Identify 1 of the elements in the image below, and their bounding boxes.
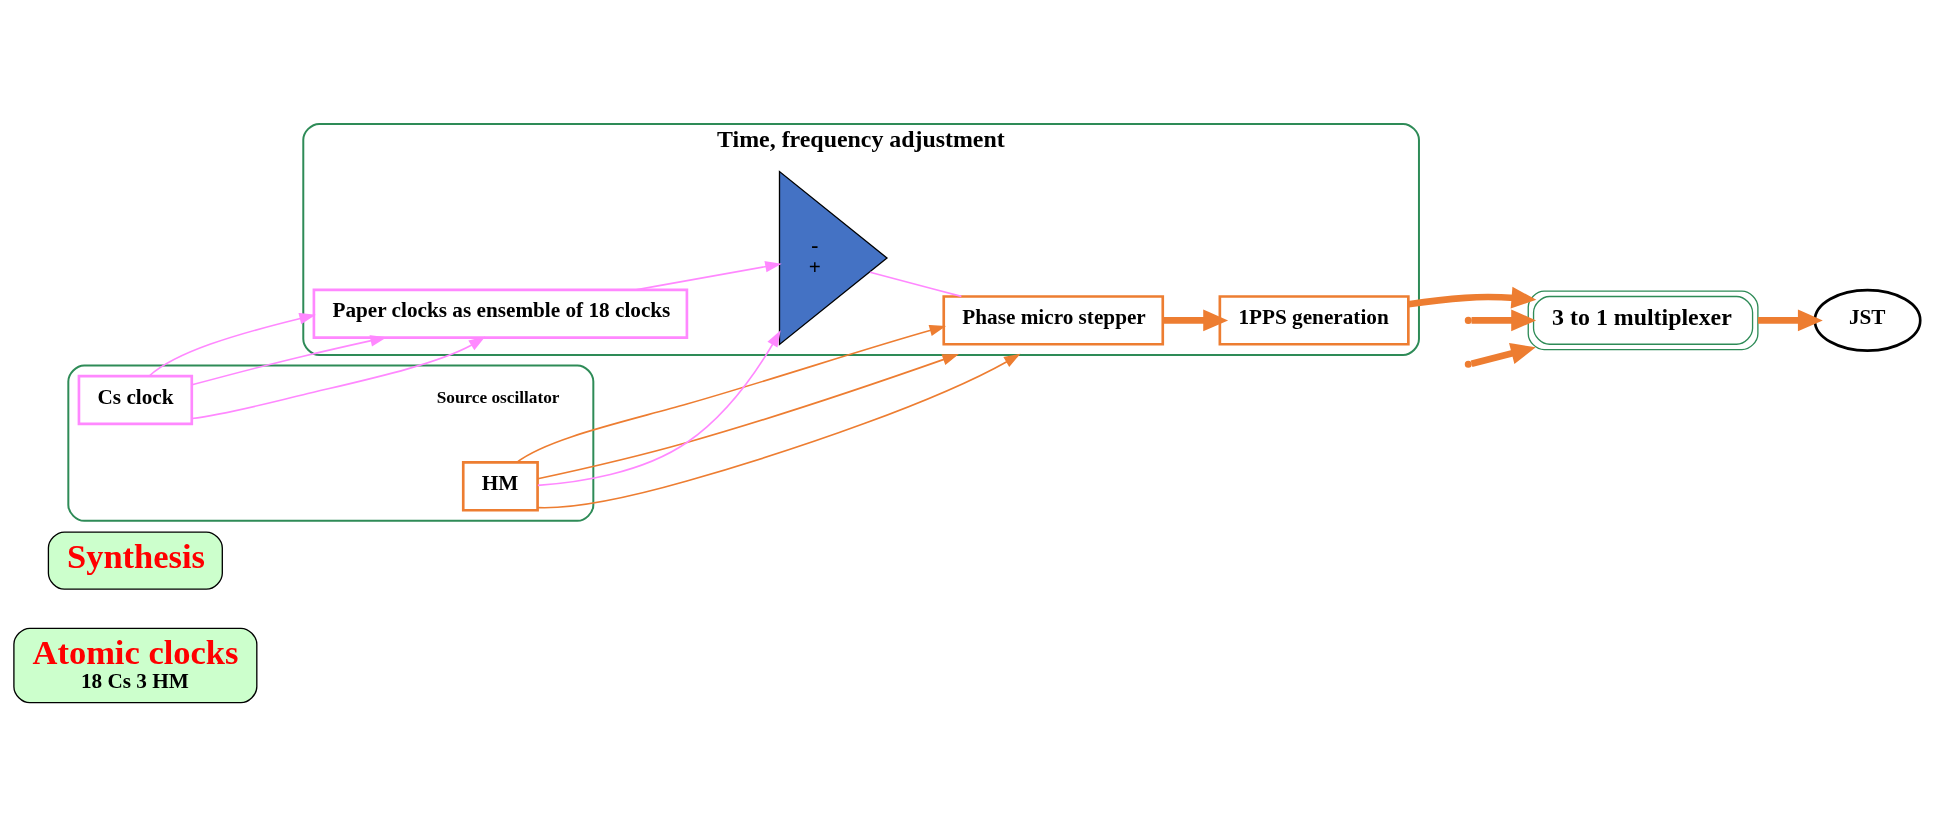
node-label: Source oscillator xyxy=(436,387,560,407)
